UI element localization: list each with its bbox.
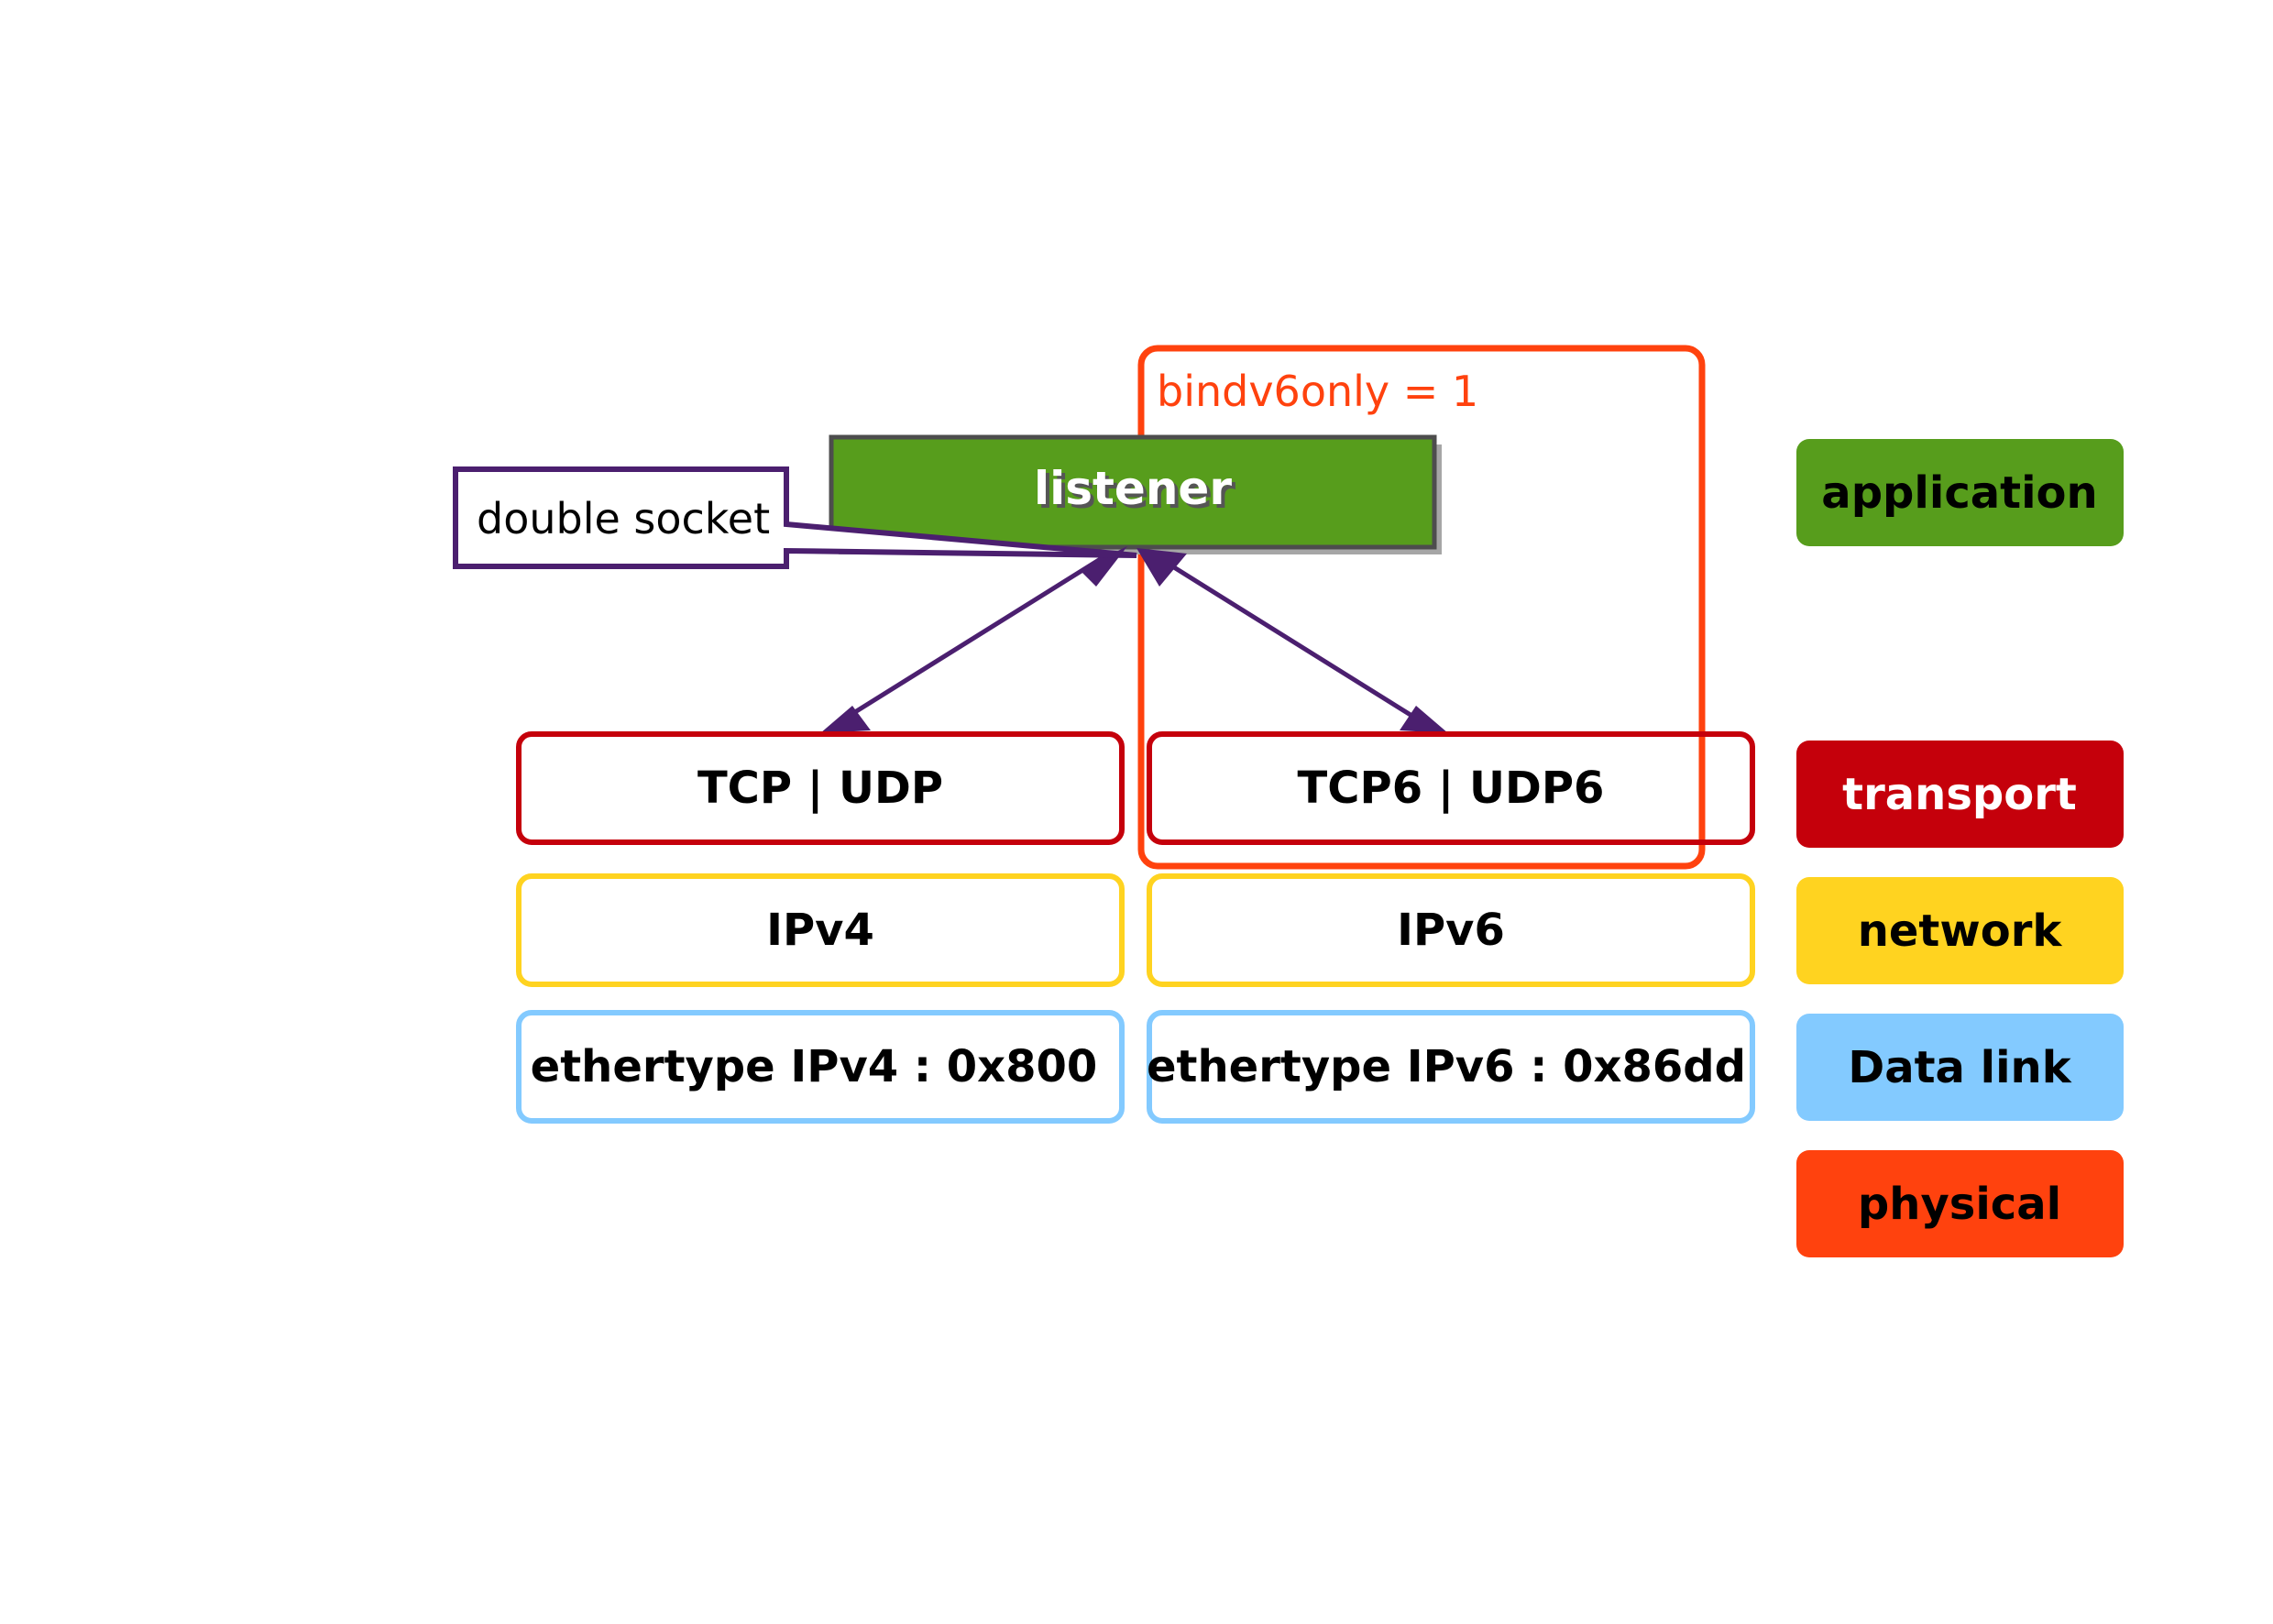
legend-physical-label: physical: [1858, 1179, 2061, 1230]
legend-network-box: [1796, 877, 2124, 984]
arrow-to-ipv4-stack: [834, 553, 1108, 727]
ipv6-datalink-label: ethertype IPv6 : 0x86dd: [1147, 1041, 1746, 1092]
legend-transport-label: transport: [1842, 769, 2077, 820]
ipv6-network-label: IPv6: [1397, 905, 1505, 956]
ipv4-datalink-label: ethertype IPv4 : 0x800: [531, 1041, 1098, 1092]
arrowhead-ipv4-bottom: [820, 706, 871, 733]
callout-label: double socket: [477, 494, 770, 543]
legend-datalink-label: Data link: [1848, 1042, 2071, 1093]
legend-datalink-box: [1796, 1014, 2124, 1121]
listener-label: listener: [1034, 462, 1232, 515]
ipv4-network-label: IPv4: [766, 905, 874, 956]
arrowhead-ipv6-bottom: [1400, 706, 1448, 733]
callout-box: [453, 466, 1137, 569]
ipv6-transport-label: TCP6 | UDP6: [1298, 763, 1605, 814]
legend-transport-box: [1796, 741, 2124, 848]
bindv6only-label: bindv6only = 1: [1157, 367, 1478, 416]
ipv6-network-box: [1147, 873, 1755, 987]
bindv6only-frame: [1137, 345, 1706, 870]
legend-application-box: [1796, 439, 2124, 546]
ipv4-transport-box: [516, 731, 1125, 845]
ipv4-network-box: [516, 873, 1125, 987]
arrow-to-ipv6-stack: [1153, 553, 1427, 727]
listener-label-shadow: listener: [1038, 466, 1235, 519]
legend-network-label: network: [1858, 905, 2063, 957]
ipv6-datalink-box: [1147, 1010, 1755, 1124]
arrowhead-ipv6-top: [1136, 548, 1187, 587]
listener-box: [829, 434, 1437, 550]
ipv6-transport-box: [1147, 731, 1755, 845]
legend-physical-box: [1796, 1150, 2124, 1257]
ipv4-datalink-box: [516, 1010, 1125, 1124]
legend-application-label: application: [1821, 467, 2097, 519]
ipv4-transport-label: TCP | UDP: [697, 763, 943, 814]
